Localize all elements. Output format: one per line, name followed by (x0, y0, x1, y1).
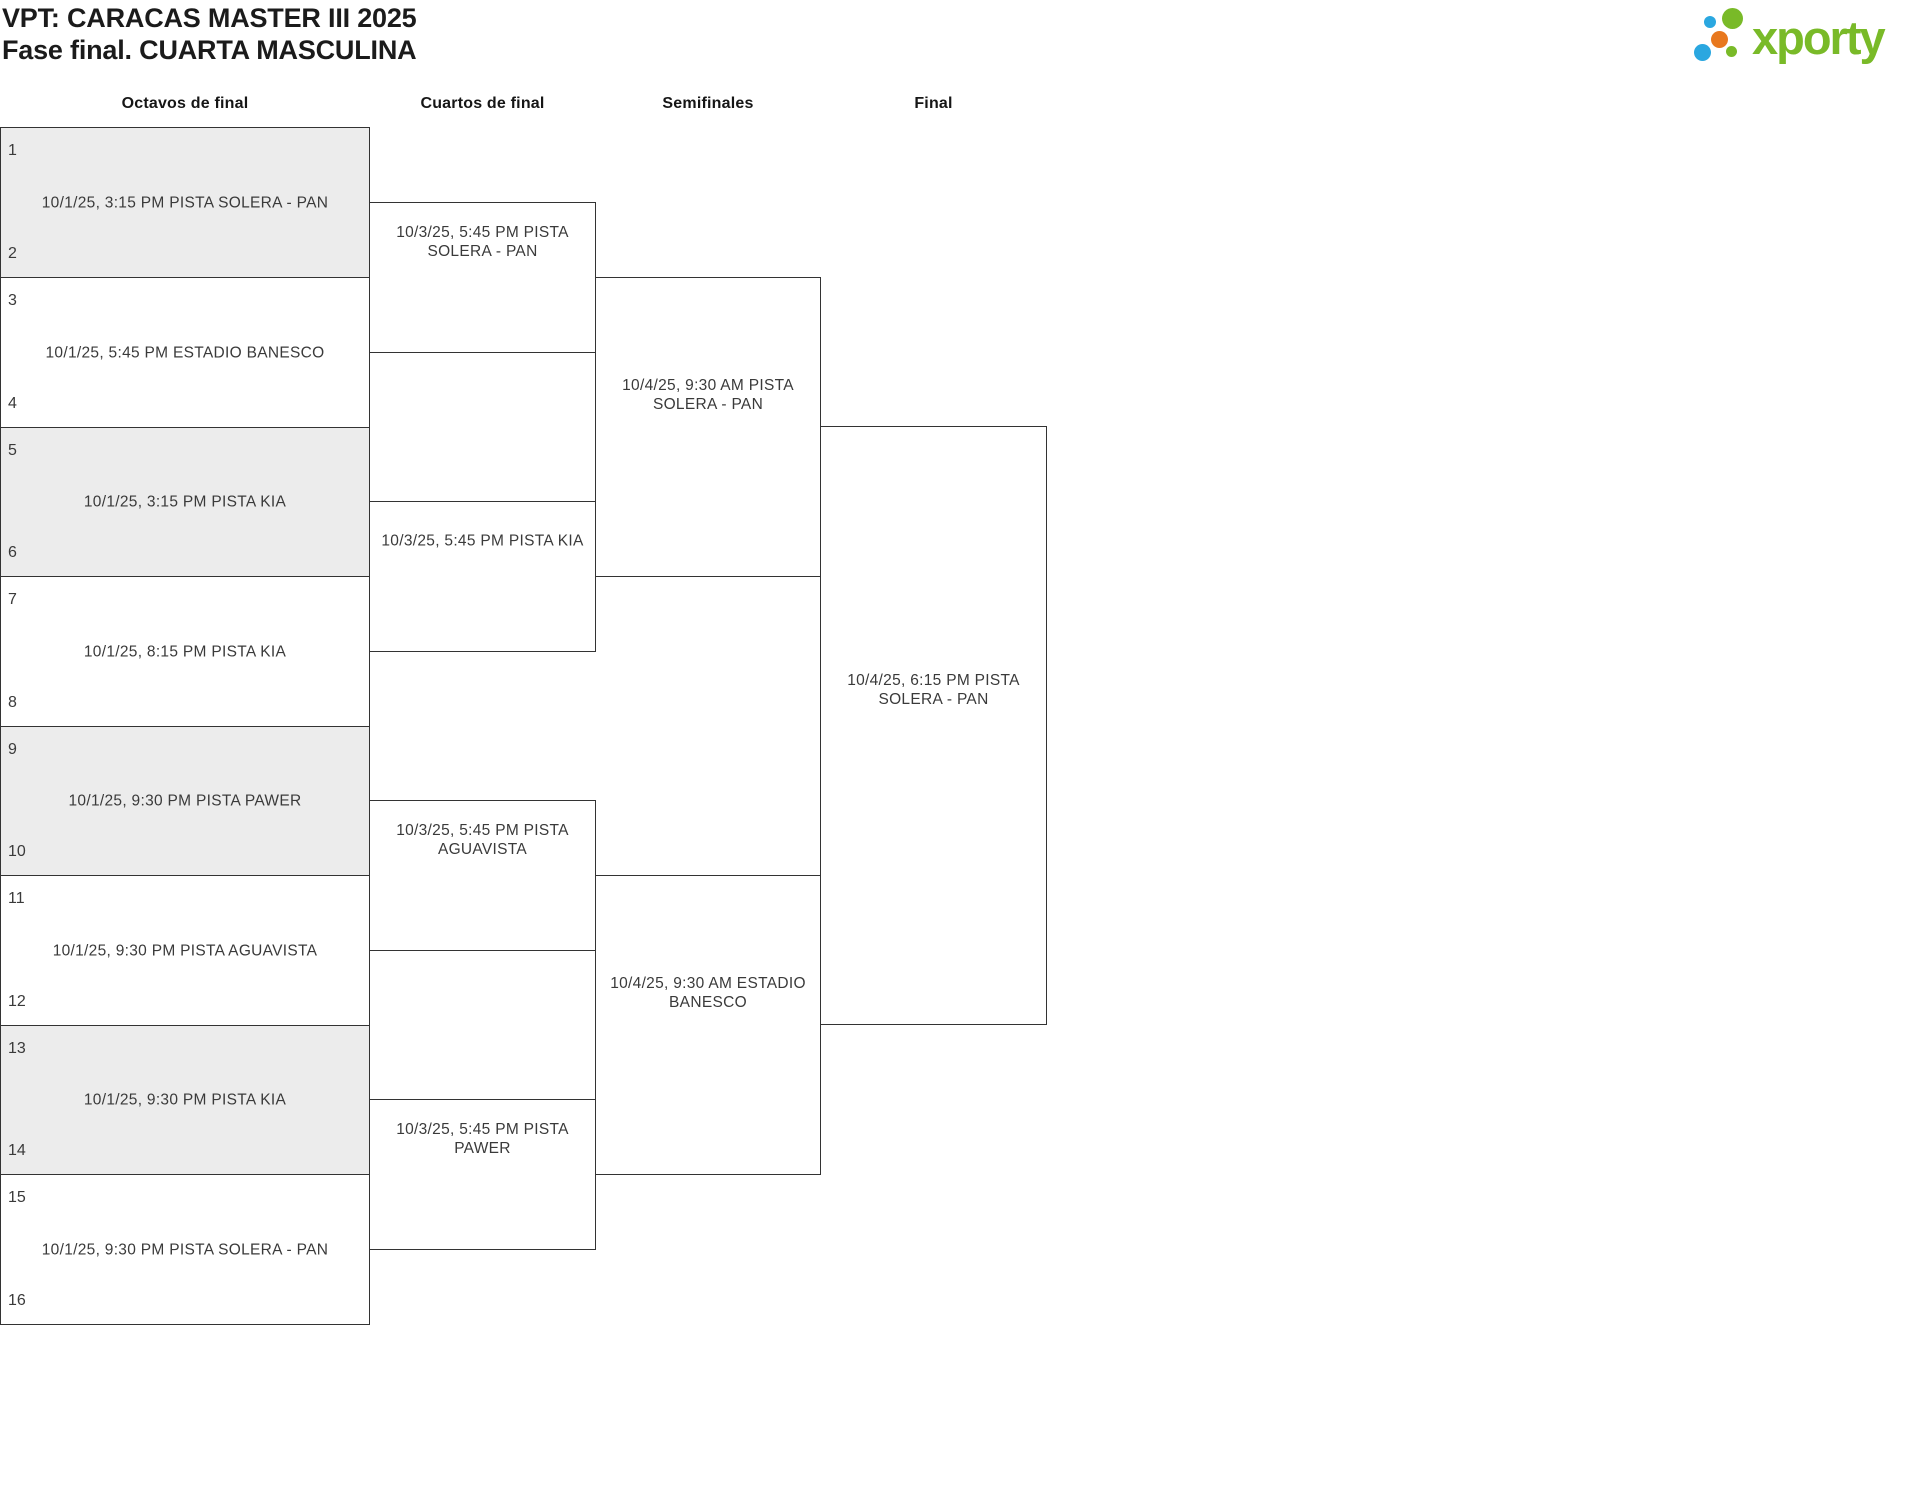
logo-dot-icon (1726, 46, 1737, 57)
match-schedule-label: 10/4/25, 6:15 PM PISTA SOLERA - PAN (821, 671, 1046, 709)
logo-dot-icon (1711, 31, 1728, 48)
seed-number: 2 (8, 245, 17, 262)
schedule-line-1: 10/4/25, 9:30 AM ESTADIO (610, 975, 806, 992)
seed-number: 11 (8, 890, 25, 907)
seed-number: 1 (8, 142, 17, 159)
round-header-semifinales: Semifinales (662, 95, 754, 112)
match-r16-2[interactable]: 3 4 10/1/25, 5:45 PM ESTADIO BANESCO (0, 277, 370, 428)
match-schedule-label: 10/4/25, 9:30 AM ESTADIO BANESCO (596, 974, 820, 1012)
seed-number: 14 (8, 1142, 26, 1159)
schedule-line-1: 10/4/25, 6:15 PM PISTA (847, 672, 1020, 689)
page-subtitle: Fase final. CUARTA MASCULINA (2, 35, 417, 65)
seed-number: 16 (8, 1292, 26, 1309)
schedule-line-2: BANESCO (669, 994, 747, 1011)
match-schedule-label: 10/4/25, 9:30 AM PISTA SOLERA - PAN (596, 376, 820, 414)
match-schedule-label: 10/3/25, 5:45 PM PISTA PAWER (370, 1120, 595, 1158)
seed-number: 13 (8, 1040, 26, 1057)
match-r16-7[interactable]: 13 14 10/1/25, 9:30 PM PISTA KIA (0, 1025, 370, 1175)
seed-number: 15 (8, 1189, 26, 1206)
match-qf-2[interactable]: 10/3/25, 5:45 PM PISTA KIA (369, 501, 596, 652)
seed-number: 3 (8, 292, 17, 309)
match-schedule-label: 10/1/25, 3:15 PM PISTA KIA (83, 493, 287, 511)
match-schedule-label: 10/1/25, 3:15 PM PISTA SOLERA - PAN (41, 194, 329, 211)
xporty-logo[interactable]: xporty (1688, 2, 1918, 76)
match-r16-1[interactable]: 1 2 10/1/25, 3:15 PM PISTA SOLERA - PAN (0, 127, 370, 278)
match-schedule-label: 10/1/25, 9:30 PM PISTA AGUAVISTA (52, 942, 318, 959)
logo-dot-icon (1694, 44, 1711, 61)
round-header-cuartos: Cuartos de final (420, 95, 545, 112)
match-schedule-label: 10/3/25, 5:45 PM PISTA SOLERA - PAN (370, 223, 595, 261)
match-schedule-label: 10/1/25, 9:30 PM PISTA SOLERA - PAN (41, 1241, 329, 1258)
match-schedule-label: 10/1/25, 8:15 PM PISTA KIA (83, 643, 287, 660)
match-qf-4[interactable]: 10/3/25, 5:45 PM PISTA PAWER (369, 1099, 596, 1250)
match-sf-2[interactable]: 10/4/25, 9:30 AM ESTADIO BANESCO (595, 875, 821, 1175)
match-qf-1[interactable]: 10/3/25, 5:45 PM PISTA SOLERA - PAN (369, 202, 596, 353)
match-schedule-label: 10/3/25, 5:45 PM PISTA AGUAVISTA (370, 821, 595, 859)
seed-number: 8 (8, 694, 17, 711)
schedule-line-2: SOLERA - PAN (427, 243, 538, 260)
round-header-octavos: Octavos de final (121, 95, 249, 112)
match-final[interactable]: 10/4/25, 6:15 PM PISTA SOLERA - PAN (820, 426, 1047, 1025)
match-schedule-label: 10/3/25, 5:45 PM PISTA KIA (370, 532, 595, 551)
schedule-line-1: 10/3/25, 5:45 PM PISTA (396, 822, 569, 839)
match-schedule-label: 10/1/25, 5:45 PM ESTADIO BANESCO (45, 344, 325, 361)
match-r16-8[interactable]: 15 16 10/1/25, 9:30 PM PISTA SOLERA - PA… (0, 1174, 370, 1325)
schedule-line-1: 10/3/25, 5:45 PM PISTA KIA (381, 532, 584, 550)
round-header-final: Final (914, 95, 953, 112)
schedule-line-2: SOLERA - PAN (878, 691, 989, 708)
schedule-line-1: 10/3/25, 5:45 PM PISTA (396, 1121, 569, 1138)
schedule-line-2: SOLERA - PAN (652, 396, 764, 413)
match-qf-3[interactable]: 10/3/25, 5:45 PM PISTA AGUAVISTA (369, 800, 596, 951)
logo-dot-icon (1704, 16, 1716, 28)
logo-dot-icon (1722, 8, 1743, 29)
match-schedule-label: 10/1/25, 9:30 PM PISTA KIA (83, 1091, 287, 1109)
seed-number: 4 (8, 395, 17, 412)
page-title: VPT: CARACAS MASTER III 2025 (2, 3, 417, 33)
seed-number: 10 (8, 843, 26, 860)
page-header: VPT: CARACAS MASTER III 2025 Fase final.… (2, 2, 417, 66)
schedule-line-2: AGUAVISTA (437, 841, 528, 858)
schedule-line-1: 10/3/25, 5:45 PM PISTA (396, 224, 569, 241)
match-r16-6[interactable]: 11 12 10/1/25, 9:30 PM PISTA AGUAVISTA (0, 875, 370, 1026)
seed-number: 6 (8, 544, 17, 561)
seed-number: 7 (8, 591, 17, 608)
match-r16-5[interactable]: 9 10 10/1/25, 9:30 PM PISTA PAWER (0, 726, 370, 876)
match-r16-4[interactable]: 7 8 10/1/25, 8:15 PM PISTA KIA (0, 576, 370, 727)
schedule-line-2: PAWER (454, 1140, 511, 1157)
xporty-logo-text: xporty (1752, 11, 1886, 64)
seed-number: 12 (8, 993, 26, 1010)
seed-number: 9 (8, 741, 17, 758)
match-sf-1[interactable]: 10/4/25, 9:30 AM PISTA SOLERA - PAN (595, 277, 821, 577)
match-r16-3[interactable]: 5 6 10/1/25, 3:15 PM PISTA KIA (0, 427, 370, 577)
schedule-line-1: 10/4/25, 9:30 AM PISTA (622, 377, 794, 394)
match-schedule-label: 10/1/25, 9:30 PM PISTA PAWER (68, 792, 302, 810)
seed-number: 5 (8, 442, 17, 459)
